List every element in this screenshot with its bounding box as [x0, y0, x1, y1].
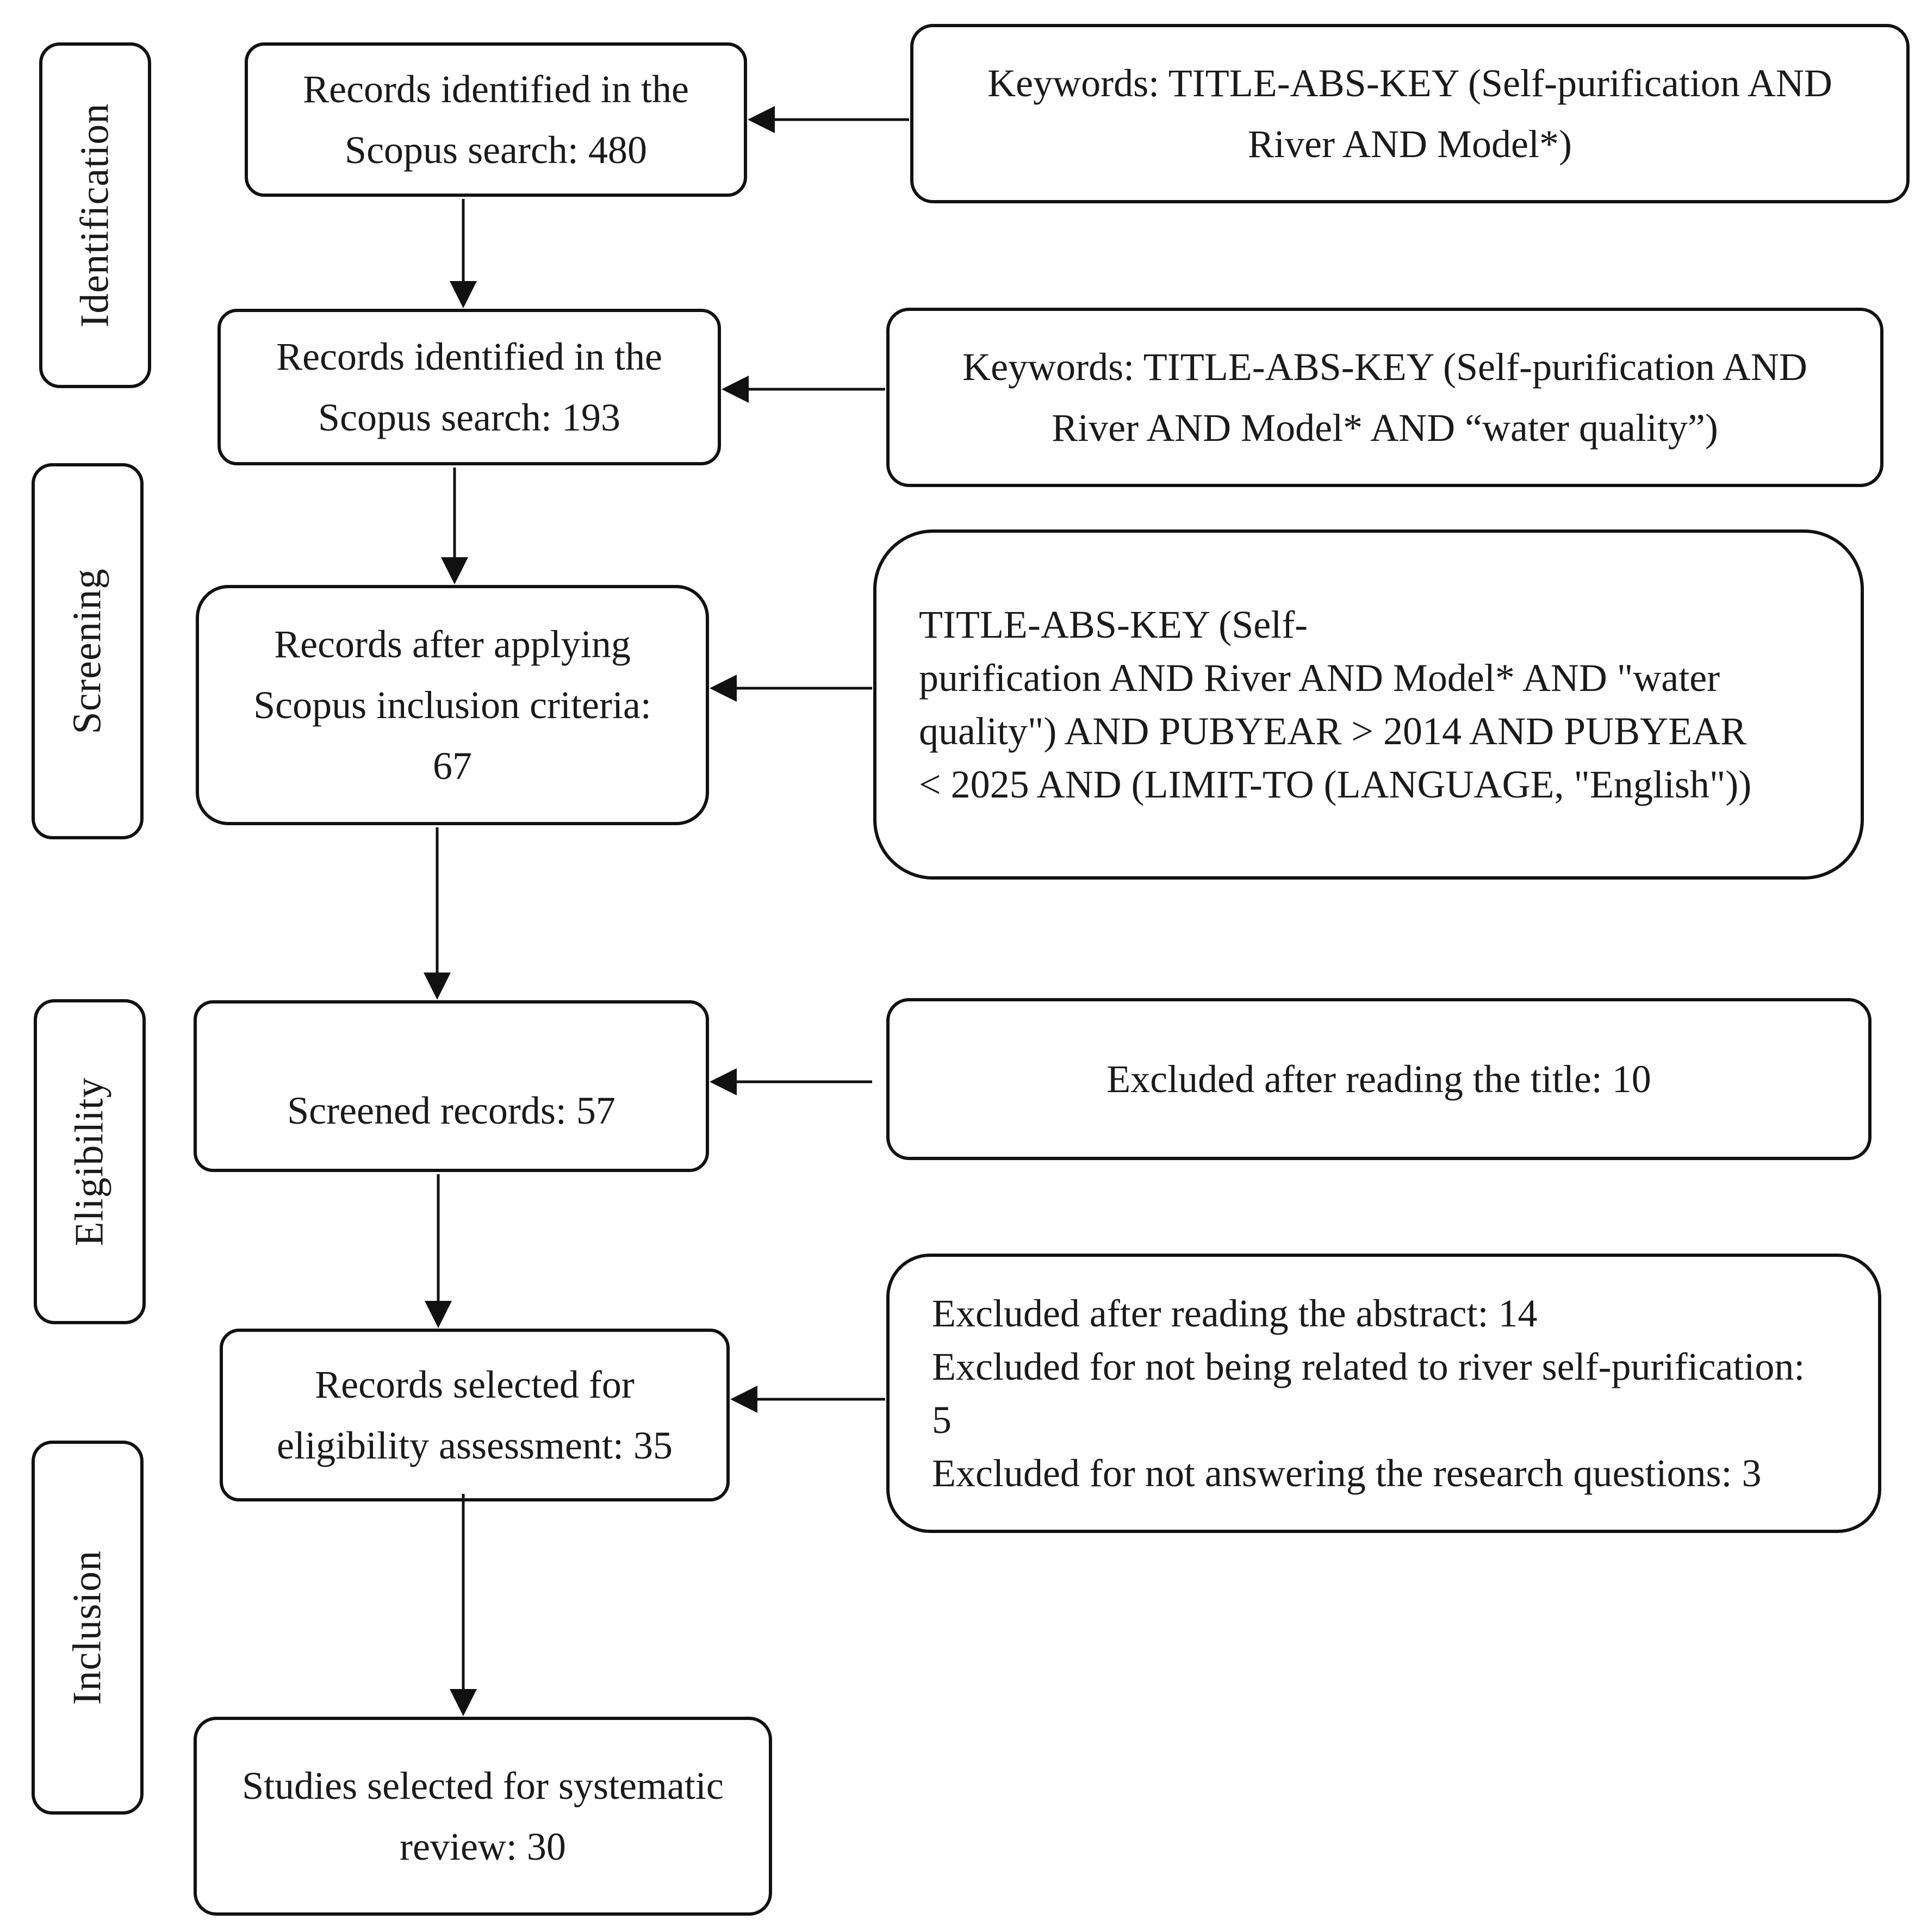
flow-box-final-30: Studies selected for systematic review: … [194, 1717, 772, 1916]
flow-box-eligibility-35: Records selected for eligibility assessm… [220, 1329, 730, 1501]
flow-box-screened-57: Screened records: 57 [194, 1000, 709, 1172]
excluded-title-box-text: Excluded after reading the title: 10 [1106, 1057, 1651, 1101]
phase-identification: Identification [39, 42, 151, 388]
query-box-1: Keywords: TITLE-ABS-KEY (Self-purificati… [910, 24, 1910, 203]
phase-inclusion: Inclusion [32, 1441, 144, 1815]
flow-box-records-480-text: Records identified in the Scopus search:… [303, 67, 689, 172]
phase-screening: Screening [32, 463, 144, 839]
flow-box-eligibility-35-text: Records selected for eligibility assessm… [277, 1363, 673, 1467]
excluded-reasons-box-text: Excluded after reading the abstract: 14 … [932, 1292, 1805, 1495]
query-box-3: TITLE-ABS-KEY (Self- purification AND Ri… [873, 529, 1864, 880]
flow-box-final-30-text: Studies selected for systematic review: … [242, 1764, 724, 1868]
flow-box-inclusion-criteria-67-text: Records after applying Scopus inclusion … [253, 622, 651, 788]
flow-box-records-193-text: Records identified in the Scopus search:… [276, 335, 662, 439]
query-box-3-text: TITLE-ABS-KEY (Self- purification AND Ri… [919, 603, 1752, 806]
flow-box-inclusion-criteria-67: Records after applying Scopus inclusion … [196, 585, 709, 825]
phase-eligibility: Eligibility [34, 999, 146, 1324]
query-box-2-text: Keywords: TITLE-ABS-KEY (Self-purificati… [962, 345, 1807, 450]
flow-box-screened-57-text: Screened records: 57 [287, 1089, 615, 1132]
flow-box-records-193: Records identified in the Scopus search:… [217, 309, 721, 465]
flow-box-records-480: Records identified in the Scopus search:… [245, 42, 747, 197]
excluded-title-box: Excluded after reading the title: 10 [886, 998, 1872, 1160]
excluded-reasons-box: Excluded after reading the abstract: 14 … [886, 1254, 1881, 1533]
query-box-1-text: Keywords: TITLE-ABS-KEY (Self-purificati… [987, 61, 1832, 166]
query-box-2: Keywords: TITLE-ABS-KEY (Self-purificati… [886, 308, 1883, 487]
